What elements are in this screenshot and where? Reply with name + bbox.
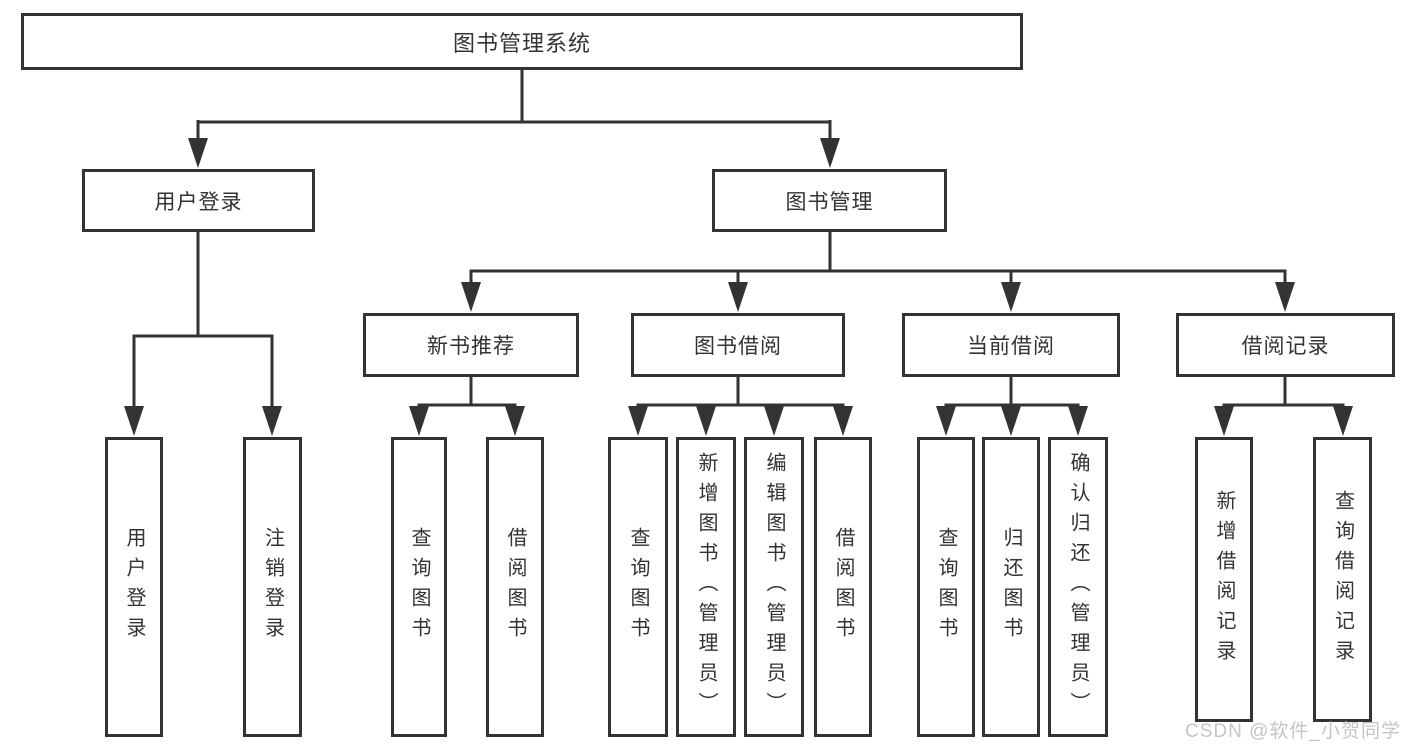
arrow-down-icon bbox=[262, 406, 282, 436]
arrow-down-icon bbox=[628, 406, 648, 436]
leaf-borrowing-edit-book-admin: 编辑图书（管理员） bbox=[744, 437, 804, 737]
arrow-down-icon bbox=[696, 406, 716, 436]
leaf-records-query-record: 查询借阅记录 bbox=[1313, 437, 1372, 722]
connector-root-to-level2 bbox=[196, 68, 832, 148]
arrow-down-icon bbox=[188, 138, 208, 168]
leaf-records-query-record-label: 查询借阅记录 bbox=[1331, 489, 1354, 670]
leaf-borrowing-edit-book-admin-label: 编辑图书（管理员） bbox=[763, 452, 785, 722]
connector-book-mgmt-branch bbox=[469, 232, 1287, 292]
leaf-current-return-book: 归还图书 bbox=[982, 437, 1040, 737]
leaf-borrowing-query-book: 查询图书 bbox=[608, 437, 668, 737]
leaf-records-add-record-label: 新增借阅记录 bbox=[1213, 489, 1235, 670]
csdn-watermark: CSDN @软件_小贺同学 bbox=[1185, 721, 1401, 742]
arrow-down-icon bbox=[1001, 406, 1021, 436]
arrow-down-icon bbox=[833, 406, 853, 436]
node-current-borrowing: 当前借阅 bbox=[902, 313, 1120, 377]
arrow-down-icon bbox=[764, 406, 784, 436]
arrow-down-icon bbox=[461, 282, 481, 312]
node-book-management: 图书管理 bbox=[712, 169, 947, 232]
leaf-records-add-record: 新增借阅记录 bbox=[1195, 437, 1253, 722]
node-book-management-label: 图书管理 bbox=[785, 190, 874, 214]
node-root-system: 图书管理系统 bbox=[21, 13, 1023, 70]
leaf-user-login: 用户登录 bbox=[105, 437, 163, 737]
leaf-borrowing-add-book-admin-label: 新增图书（管理员） bbox=[695, 452, 717, 722]
arrow-down-icon bbox=[1333, 406, 1353, 436]
node-book-borrowing: 图书借阅 bbox=[631, 313, 845, 377]
connector-new-book-rec-branch bbox=[417, 377, 517, 416]
leaf-recommend-query-book: 查询图书 bbox=[391, 437, 447, 737]
leaf-logout-label: 注销登录 bbox=[261, 527, 284, 647]
arrow-down-icon bbox=[728, 282, 748, 312]
arrow-down-icon bbox=[409, 406, 429, 436]
leaf-current-confirm-return-admin-label: 确认归还（管理员） bbox=[1067, 452, 1089, 722]
node-root-system-label: 图书管理系统 bbox=[452, 30, 591, 56]
leaf-borrowing-query-book-label: 查询图书 bbox=[627, 527, 649, 647]
arrow-down-icon bbox=[1068, 406, 1088, 436]
connector-user-login-branch bbox=[132, 232, 274, 416]
leaf-recommend-query-book-label: 查询图书 bbox=[408, 527, 430, 647]
leaf-user-login-label: 用户登录 bbox=[123, 527, 145, 647]
leaf-current-query-book-label: 查询图书 bbox=[935, 527, 957, 647]
leaf-recommend-borrow-book: 借阅图书 bbox=[486, 437, 544, 737]
leaf-borrowing-borrow-book-label: 借阅图书 bbox=[832, 527, 854, 647]
leaf-current-query-book: 查询图书 bbox=[917, 437, 975, 737]
leaf-borrowing-borrow-book: 借阅图书 bbox=[814, 437, 872, 737]
arrow-down-icon bbox=[936, 406, 956, 436]
arrow-down-icon bbox=[124, 406, 144, 436]
arrow-down-icon bbox=[820, 138, 840, 168]
connector-borrow-record-branch bbox=[1222, 377, 1345, 416]
node-user-login: 用户登录 bbox=[82, 169, 315, 232]
arrow-down-icon bbox=[505, 406, 525, 436]
arrow-down-icon bbox=[1275, 282, 1295, 312]
node-book-borrowing-label: 图书借阅 bbox=[694, 335, 782, 358]
leaf-current-return-book-label: 归还图书 bbox=[1000, 527, 1022, 647]
node-borrowing-records: 借阅记录 bbox=[1176, 313, 1395, 377]
leaf-current-confirm-return-admin: 确认归还（管理员） bbox=[1048, 437, 1108, 737]
connector-book-borrow-branch bbox=[636, 377, 845, 416]
leaf-logout: 注销登录 bbox=[243, 437, 302, 737]
node-borrowing-records-label: 借阅记录 bbox=[1241, 335, 1330, 358]
node-new-book-recommend: 新书推荐 bbox=[363, 313, 579, 377]
arrow-down-icon bbox=[1001, 282, 1021, 312]
arrow-down-icon bbox=[1214, 406, 1234, 436]
node-current-borrowing-label: 当前借阅 bbox=[967, 335, 1055, 358]
node-user-login-label: 用户登录 bbox=[154, 190, 243, 214]
node-new-book-recommend-label: 新书推荐 bbox=[427, 335, 515, 358]
leaf-borrowing-add-book-admin: 新增图书（管理员） bbox=[676, 437, 736, 737]
leaf-recommend-borrow-book-label: 借阅图书 bbox=[504, 527, 526, 647]
